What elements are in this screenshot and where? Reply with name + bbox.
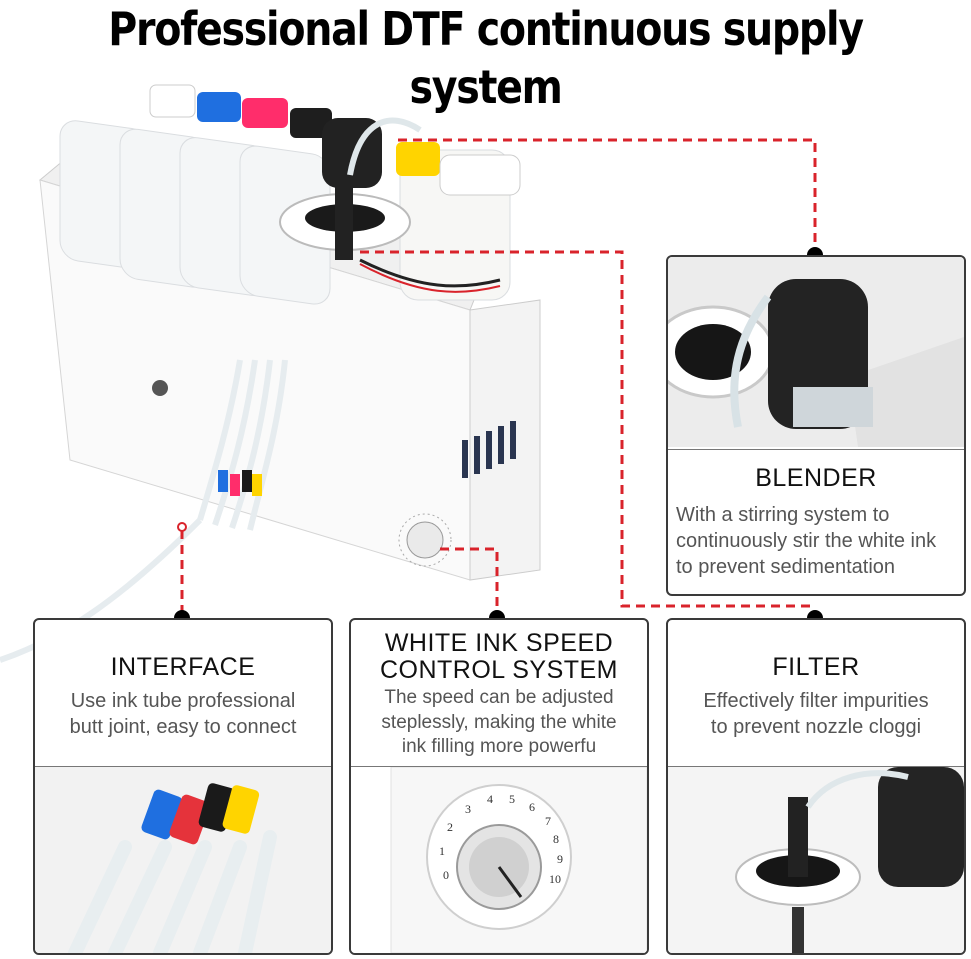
interface-photo (35, 767, 331, 953)
speed-dial-photo: 0 1 2 3 4 5 6 7 8 9 10 (351, 767, 647, 953)
filter-photo (668, 767, 964, 953)
dial-8: 8 (553, 832, 559, 846)
dial-4: 4 (487, 792, 493, 806)
speed-title-1: WHITE INK SPEED (384, 629, 614, 657)
speed-knob (406, 521, 444, 559)
callout-lines (180, 138, 817, 617)
speed-desc-3: ink filling more powerfu (401, 736, 597, 757)
blender-desc-3: to prevent sedimentation (676, 556, 896, 578)
filter-desc-1: Effectively filter impurities (703, 690, 929, 712)
filter-title: FILTER (772, 653, 860, 681)
speed-desc-1: The speed can be adjusted (384, 687, 614, 708)
blender-photo (668, 257, 964, 447)
filter-card: FILTER Effectively filter impurities to … (666, 618, 966, 955)
cap-white-1 (149, 84, 196, 118)
dial-6: 6 (529, 800, 535, 814)
speed-control-card: WHITE INK SPEED CONTROL SYSTEM The speed… (349, 618, 649, 955)
interface-desc-2: butt joint, easy to connect (69, 716, 297, 738)
interface-title: INTERFACE (110, 653, 256, 681)
blender-desc-2: continuously stir the white ink (676, 530, 937, 552)
dial-9: 9 (557, 852, 563, 866)
cap-white-2 (439, 154, 521, 196)
interface-connectors (218, 470, 262, 496)
dial-3: 3 (465, 802, 471, 816)
cap-magenta (242, 98, 288, 128)
filter-desc-2: to prevent nozzle cloggi (710, 716, 922, 738)
cap-black (290, 108, 332, 138)
blender-desc-1: With a stirring system to (676, 504, 890, 526)
speed-title-2: CONTROL SYSTEM (379, 656, 619, 684)
dial-5: 5 (509, 792, 515, 806)
ink-tubes (0, 359, 288, 663)
blender-title: BLENDER (755, 464, 877, 492)
interface-desc-1: Use ink tube professional (70, 690, 296, 712)
cap-yellow (396, 142, 440, 176)
vent-slots (462, 421, 516, 478)
cap-cyan (197, 92, 241, 122)
cabinet-front (469, 299, 541, 581)
blender-card: BLENDER With a stirring system to contin… (666, 255, 966, 596)
dial-0: 0 (443, 868, 449, 882)
speed-desc-2: steplessly, making the white (381, 712, 617, 733)
dial-10: 10 (549, 872, 561, 886)
dial-1: 1 (439, 844, 445, 858)
dial-2: 2 (447, 820, 453, 834)
headline: Professional DTF continuous supply syste… (108, 2, 864, 114)
dial-7: 7 (545, 814, 551, 828)
interface-card: INTERFACE Use ink tube professional butt… (33, 618, 333, 955)
